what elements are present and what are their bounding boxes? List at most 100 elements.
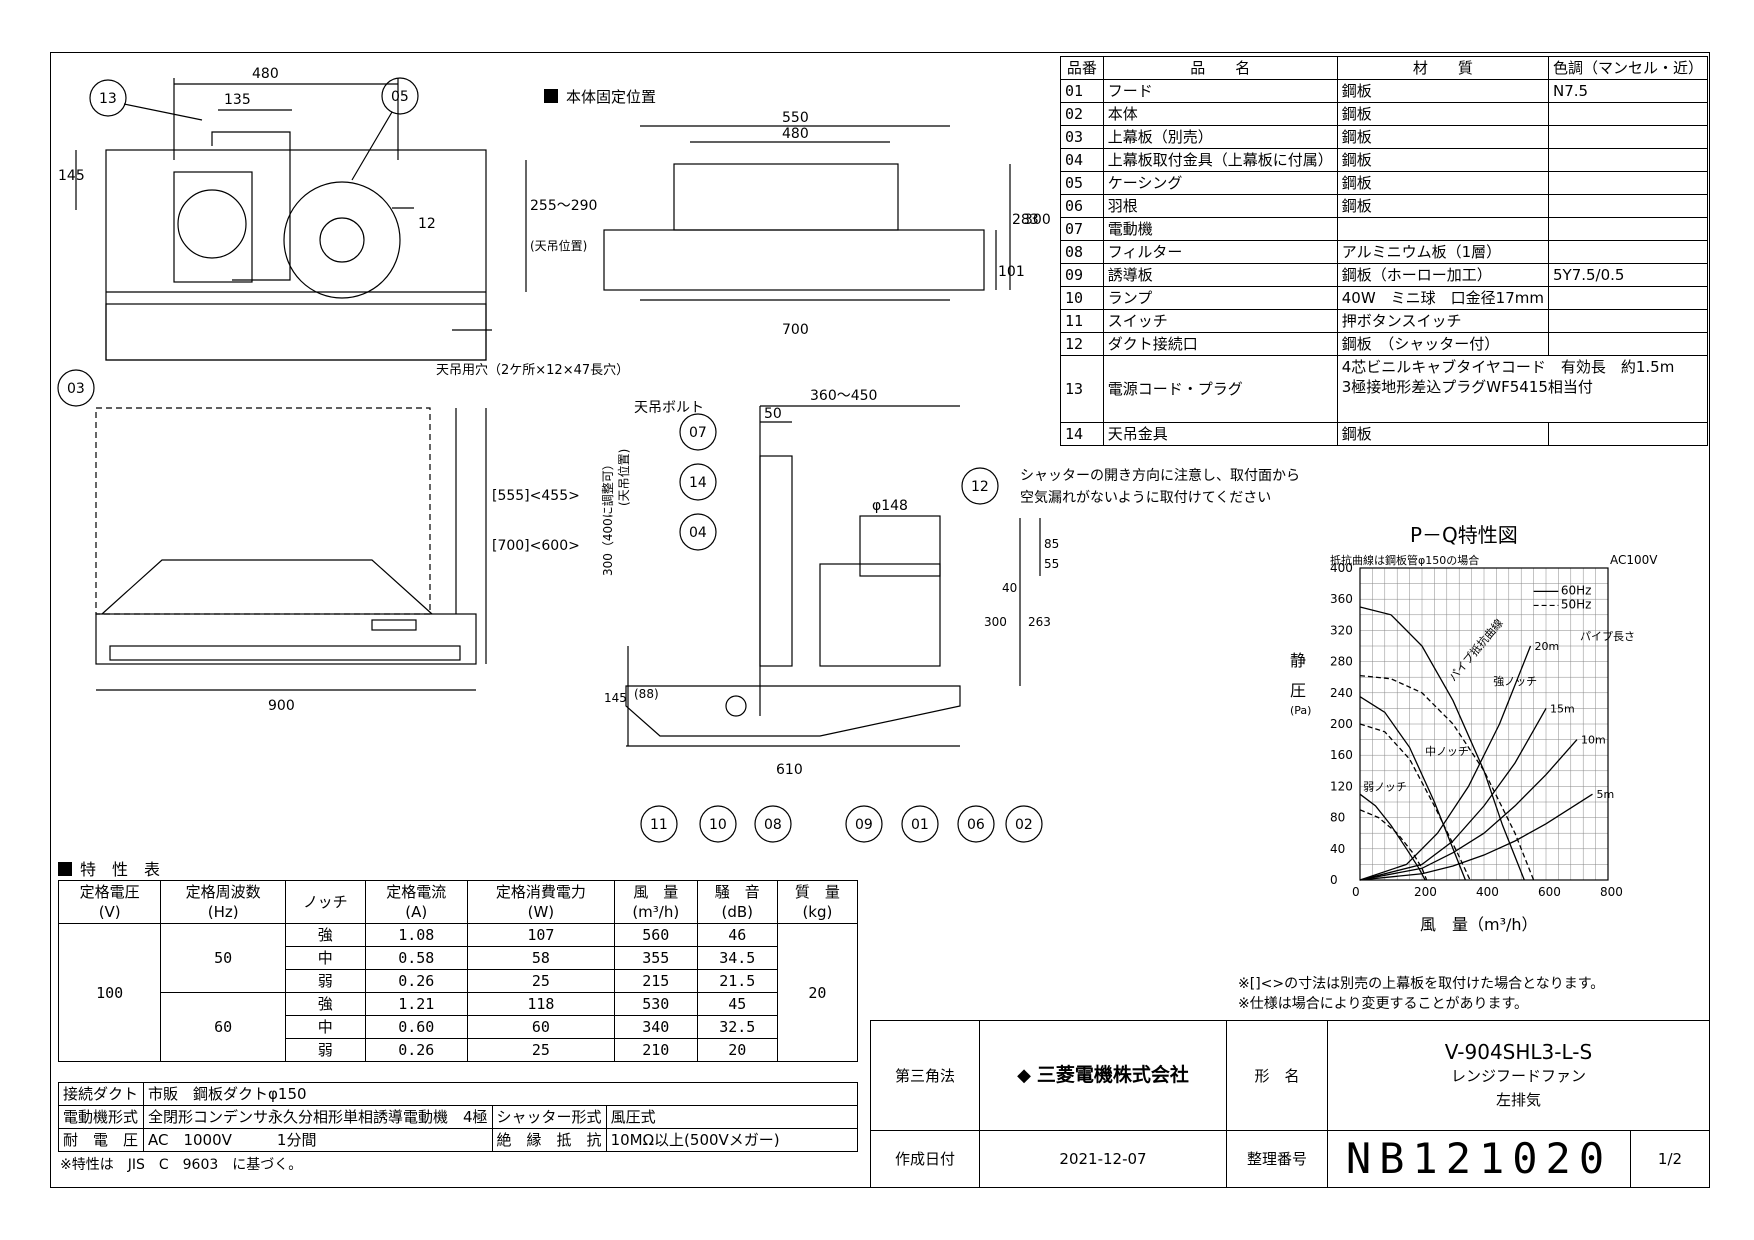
spec-notch: 弱 bbox=[284, 1038, 366, 1062]
exhaust-type: 左排気 bbox=[1495, 1090, 1541, 1109]
pq-ytick: 0 bbox=[1330, 873, 1338, 887]
pq-series-line bbox=[1359, 809, 1428, 881]
part-material: 押ボタンスイッチ bbox=[1336, 309, 1549, 333]
callout-08: 08 bbox=[764, 817, 782, 833]
fix-dim-h1: 283 bbox=[1012, 212, 1039, 228]
pq-xtick: 200 bbox=[1414, 885, 1437, 899]
callout-03: 03 bbox=[67, 381, 85, 397]
spec-header-label: 定格周波数 bbox=[185, 883, 261, 901]
company-cell: ◆三菱電機株式会社 bbox=[979, 1020, 1227, 1131]
part-material: 40W ミニ球 口金径17mm bbox=[1336, 286, 1549, 310]
front-dim-bottom: 900 bbox=[268, 698, 295, 714]
callout-02: 02 bbox=[1015, 817, 1033, 833]
drawing-frame bbox=[50, 52, 1710, 1188]
blower-body bbox=[819, 563, 941, 667]
part-color bbox=[1547, 332, 1709, 356]
fix-dim-h3: 101 bbox=[998, 264, 1025, 280]
part-no: 01 bbox=[1060, 79, 1104, 103]
spec-power: 107 bbox=[466, 923, 615, 947]
callout-04-circle bbox=[679, 513, 717, 551]
projection: 第三角法 bbox=[870, 1020, 980, 1131]
model-cell: V-904SHL3-L-S レンジフードファン 左排気 bbox=[1327, 1020, 1710, 1131]
side-dim-h300-note: (天吊位置) bbox=[616, 449, 631, 506]
model-label: 形 名 bbox=[1226, 1020, 1328, 1131]
spec-header-label: ノッチ bbox=[302, 893, 348, 911]
part-name: フード bbox=[1102, 79, 1338, 103]
spec-header-cell: 質 量(kg) bbox=[776, 880, 859, 924]
fix-position-title: 本体固定位置 bbox=[544, 86, 656, 107]
side-dim-duct: φ148 bbox=[872, 498, 908, 514]
spec-current: 0.60 bbox=[364, 1015, 468, 1039]
front-dim-top: 480 bbox=[252, 66, 279, 82]
spec-airflow: 340 bbox=[613, 1015, 698, 1039]
spec-current: 1.21 bbox=[364, 992, 468, 1016]
pq-series-line bbox=[1359, 793, 1426, 881]
side-dim-w50: 50 bbox=[764, 406, 782, 422]
page-number: 1/2 bbox=[1630, 1130, 1710, 1188]
spec-header-cell: 定格電圧 (V) bbox=[57, 880, 162, 924]
part-no: 06 bbox=[1060, 194, 1104, 218]
company-name: 三菱電機株式会社 bbox=[1036, 1064, 1189, 1086]
spec-noise: 20 bbox=[696, 1038, 778, 1062]
spec-header-unit: (dB) bbox=[721, 903, 754, 921]
spec-notch: 弱 bbox=[284, 969, 366, 993]
part-no: 14 bbox=[1060, 422, 1104, 446]
side-dim-263: 263 bbox=[1028, 615, 1051, 629]
fan-hub bbox=[319, 217, 365, 263]
callout-01: 01 bbox=[911, 817, 929, 833]
pq-chart: P－Q特性図 抵抗曲線は鋼板管φ150の場合 AC100V 静 圧 (Pa) 風… bbox=[1290, 523, 1658, 934]
hole-note: 天吊用穴（2ケ所×12×47長穴） bbox=[436, 363, 629, 378]
pq-ytick: 320 bbox=[1330, 623, 1353, 637]
spec-table: 定格電圧(V)定格周波数(Hz)ノッチ定格電流(A)定格消費電力(W)風 量(m… bbox=[57, 880, 859, 1062]
callout-11-circle bbox=[640, 805, 678, 843]
side-dim-40: 40 bbox=[1002, 581, 1017, 595]
spec-noise: 32.5 bbox=[696, 1015, 778, 1039]
number-value: NB121020 bbox=[1327, 1130, 1631, 1188]
pq-series-line bbox=[1359, 739, 1578, 881]
spec-weight: 20 bbox=[776, 923, 859, 1062]
spec-header-cell: 定格消費電力(W) bbox=[466, 880, 615, 924]
part-name: ランプ bbox=[1102, 286, 1338, 310]
part-material: 鋼板 bbox=[1336, 422, 1549, 446]
spec-header-cell: 風 量(m³/h) bbox=[613, 880, 698, 924]
pq-xtick: 600 bbox=[1538, 885, 1561, 899]
pq-pipe-length-label: 5m bbox=[1597, 788, 1615, 801]
callout-07-circle bbox=[679, 413, 717, 451]
pq-ytick: 280 bbox=[1330, 655, 1353, 669]
part-no: 12 bbox=[1060, 332, 1104, 356]
part-color: N7.5 bbox=[1547, 79, 1709, 103]
part-no: 07 bbox=[1060, 217, 1104, 241]
spec-header-label: 風 量 bbox=[633, 883, 679, 901]
pq-notch-label: 弱ノッチ bbox=[1363, 780, 1407, 793]
spec-power: 58 bbox=[466, 946, 615, 970]
date-value: 2021-12-07 bbox=[979, 1130, 1227, 1188]
callout-14-circle bbox=[679, 463, 717, 501]
spec-notch: 中 bbox=[284, 1015, 366, 1039]
spec-power: 25 bbox=[466, 969, 615, 993]
spec-voltage: 100 bbox=[57, 923, 162, 1062]
spec-airflow: 215 bbox=[613, 969, 698, 993]
pq-series-line bbox=[1359, 696, 1467, 881]
spec-airflow: 210 bbox=[613, 1038, 698, 1062]
spec-footnote: ※特性は JIS C 9603 に基づく。 bbox=[60, 1157, 303, 1173]
note-2: ※仕様は場合により変更することがあります。 bbox=[1238, 996, 1529, 1012]
spec-header-label: 定格電圧 bbox=[79, 883, 140, 901]
pq-xlabel: 風 量（m³/h） bbox=[1420, 915, 1538, 934]
callout-04: 04 bbox=[689, 525, 707, 541]
callout-06-circle bbox=[957, 805, 995, 843]
spec-header-unit: (V) bbox=[98, 903, 121, 921]
spec-header-cell: 定格周波数(Hz) bbox=[160, 880, 286, 924]
spec-airflow: 560 bbox=[613, 923, 698, 947]
spec-airflow: 355 bbox=[613, 946, 698, 970]
front-dim-mid: 12 bbox=[418, 216, 436, 232]
motor-value: 全閉形コンデンサ永久分相形単相誘導電動機 4極 bbox=[143, 1105, 493, 1129]
part-name: 電源コード・プラグ bbox=[1102, 355, 1338, 423]
callout-01-circle bbox=[901, 805, 939, 843]
company-logo-icon: ◆ bbox=[1017, 1065, 1031, 1086]
side-dim-300: 300 bbox=[984, 615, 1007, 629]
spec-airflow: 530 bbox=[613, 992, 698, 1016]
